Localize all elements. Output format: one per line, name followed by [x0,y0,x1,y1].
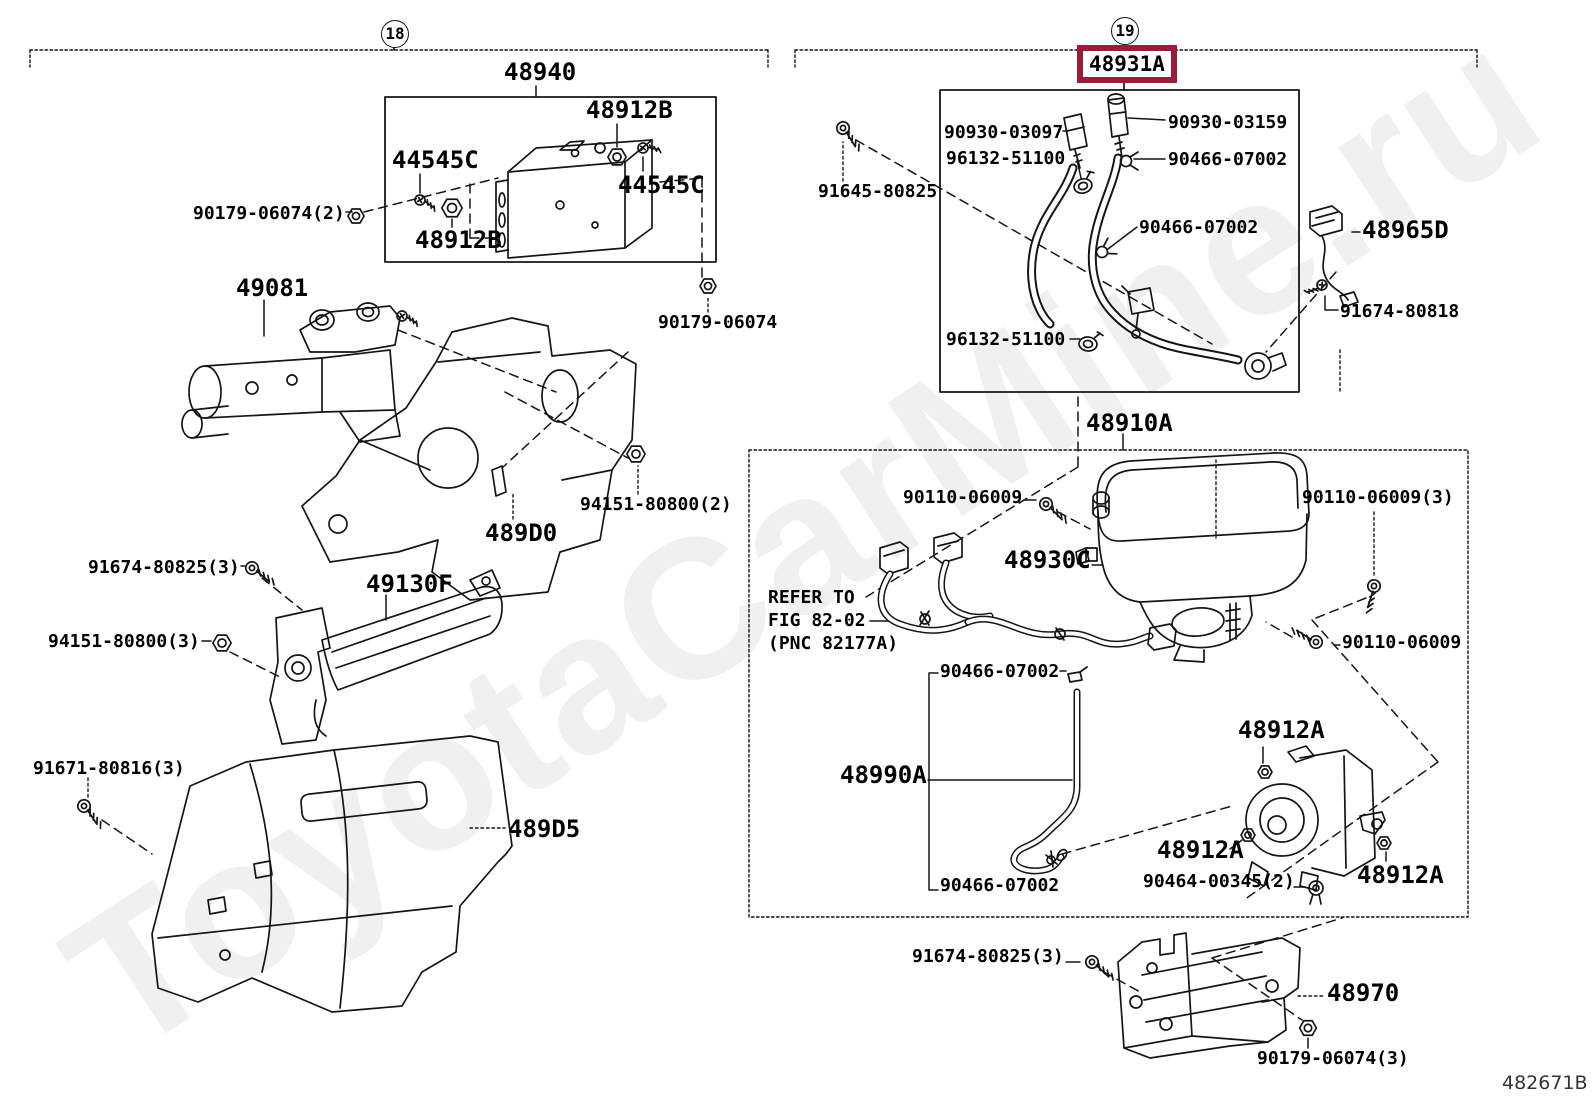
bracket-48970-drawing [1118,933,1300,1058]
part-label-44545c-left: 44545C [392,146,479,174]
part-label-94151-80800-3: 94151-80800(3) [48,631,200,652]
nut-94151-80800-3 [211,634,233,652]
bolt-91674-80825-left [242,559,279,586]
box-48910a [749,450,1468,917]
part-label-96132-51100-top: 96132-51100 [946,148,1066,169]
part-label-48930c: 48930C [1004,546,1091,574]
reference-note: REFER TO FIG 82-02 (PNC 82177A) [768,586,898,655]
part-label-48910a: 48910A [1086,409,1173,437]
harness-82177a-drawing [880,533,1176,650]
bolt-91674-80825-bottom [1082,953,1119,981]
cover-489d5-drawing [152,736,512,1012]
part-label-90110-06009-left: 90110-06009 [903,487,1023,508]
part-label-90466-07002-mid: 90466-07002 [1139,217,1259,238]
part-label-91645-80825: 91645-80825 [818,181,938,202]
part-label-90466-07002-top: 90466-07002 [1168,149,1288,170]
part-label-91674-80818: 91674-80818 [1340,301,1460,322]
part-label-49081: 49081 [236,274,309,302]
part-label-91674-80825-3-left: 91674-80825(3) [88,557,240,578]
bolt-90110-right [1360,577,1386,614]
pump-48912a-drawing [1246,746,1385,890]
reference-note-line3: (PNC 82177A) [768,633,899,654]
part-label-90466-07002-tube-bot: 90466-07002 [940,875,1060,896]
clamp-96132-lower [1077,329,1105,354]
part-label-48912a-right: 48912A [1357,861,1444,889]
dotted-leader-lines [88,142,1374,996]
clip-90464-00345 [1308,880,1324,905]
bolt-90110-left [1035,495,1073,524]
part-label-48912b-bottom: 48912B [415,226,502,254]
part-label-90179-06074-3: 90179-06074(3) [1257,1048,1409,1069]
part-label-48912a-top: 48912A [1238,716,1325,744]
tube-48990a-drawing [1014,667,1087,871]
nut-90179-06074-3 [1298,1019,1318,1037]
reference-note-line1: REFER TO [768,587,855,608]
part-label-90110-06009-bot: 90110-06009 [1342,632,1462,653]
box-48940 [385,97,716,262]
nut-48912a-top [1257,765,1273,779]
nut-94151-80800-2 [625,445,647,463]
part-label-94151-80800-2: 94151-80800(2) [580,494,732,515]
sensor-48965d-drawing [1310,206,1358,307]
highlighted-part-label: 48931A [1077,45,1177,83]
tank-48930c-drawing [1076,453,1309,662]
shock-49130f-drawing [270,570,502,744]
ecu-48940-drawing [496,140,652,258]
part-label-90930-03097: 90930-03097 [944,122,1064,143]
clip-90466-top [1119,151,1139,171]
bracket-489d0-drawing [302,318,636,600]
part-label-489d0: 489D0 [485,519,558,547]
part-label-489d5: 489D5 [508,815,581,843]
box-48931a [940,90,1299,392]
nut-48912a-right [1376,836,1392,850]
drawing-number: 482671B [1502,1072,1588,1094]
hose-48931a-drawing [1032,94,1286,379]
actuator-49081-drawing [182,303,400,442]
part-label-48912b-top: 48912B [586,96,673,124]
part-label-49130f: 49130F [366,570,453,598]
grommet-48912b-left [440,197,464,219]
part-label-90179-06074: 90179-06074 [658,312,778,333]
part-label-48970: 48970 [1327,979,1400,1007]
part-label-90179-06074-2: 90179-06074(2) [193,203,345,224]
reference-note-line2: FIG 82-02 [768,610,866,631]
part-label-90466-07002-tube-top: 90466-07002 [940,661,1060,682]
bolt-90110-bottom [1289,627,1325,650]
part-label-91671-80816-3: 91671-80816(3) [33,758,185,779]
part-label-90930-03159: 90930-03159 [1168,112,1288,133]
bolt-91645-80825 [830,118,869,152]
part-label-44545c-right: 44545C [618,171,705,199]
section-bracket-18 [30,50,768,67]
part-label-48912a-left: 48912A [1157,836,1244,864]
section-circle-18: 18 [381,20,409,48]
nut-90179-06074-2 [346,208,366,224]
part-label-90110-06009-3: 90110-06009(3) [1302,487,1454,508]
bolt-91671-80816 [72,796,110,830]
part-label-48940: 48940 [504,58,577,86]
section-circle-19: 19 [1111,17,1139,45]
nut-90179-06074 [698,278,718,294]
part-label-48990a: 48990A [840,761,927,789]
part-label-90464-00345-2: 90464-00345(2) [1143,871,1295,892]
part-label-48965d: 48965D [1362,216,1449,244]
part-label-91674-80825-3-bottom: 91674-80825(3) [912,946,1064,967]
part-label-96132-51100-low: 96132-51100 [946,329,1066,350]
